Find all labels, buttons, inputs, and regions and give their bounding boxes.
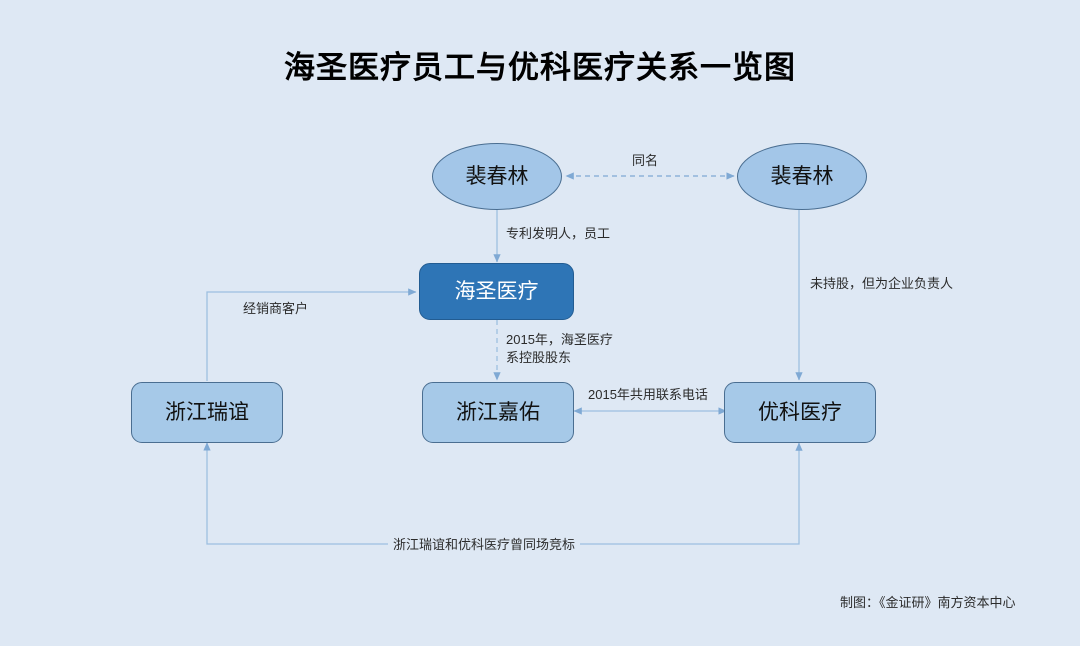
edge-label-controlling-shareholder: 2015年，海圣医疗 系控股股东	[506, 332, 613, 365]
node-label: 浙江嘉佑	[456, 400, 540, 424]
node-label: 裴春林	[465, 164, 529, 188]
node-label: 优科医疗	[758, 400, 842, 424]
footer-credit: 制图：《金证研》南方资本中心	[840, 595, 1016, 610]
edge-label-tongming: 同名	[632, 153, 659, 168]
node-label: 浙江瑞谊	[165, 400, 249, 424]
node-pei-chunlin-right[interactable]: 裴春林	[737, 143, 867, 210]
node-pei-chunlin-left[interactable]: 裴春林	[432, 143, 562, 210]
edge-label-distributor-customer: 经销商客户	[243, 301, 309, 316]
connector-jingxiao	[206, 288, 417, 381]
edge-label-patent-employee: 专利发明人，员工	[506, 226, 611, 241]
node-zhejiang-ruiyi[interactable]: 浙江瑞谊	[131, 382, 283, 443]
page-title: 海圣医疗员工与优科医疗关系一览图	[284, 50, 796, 85]
node-zhejiang-jiayou[interactable]: 浙江嘉佑	[422, 382, 574, 443]
edge-label-no-shareholding: 未持股，但为企业负责人	[810, 276, 954, 291]
connector-jingbiao	[203, 442, 803, 545]
edge-label-shared-phone: 2015年共用联系电话	[583, 386, 713, 404]
node-haisheng-medical[interactable]: 海圣医疗	[419, 263, 574, 320]
node-label: 海圣医疗	[454, 279, 539, 303]
edge-label-same-tender: 浙江瑞谊和优科医疗曾同场竞标	[388, 536, 581, 554]
node-youke-medical[interactable]: 优科医疗	[724, 382, 876, 443]
node-label: 裴春林	[770, 164, 834, 188]
